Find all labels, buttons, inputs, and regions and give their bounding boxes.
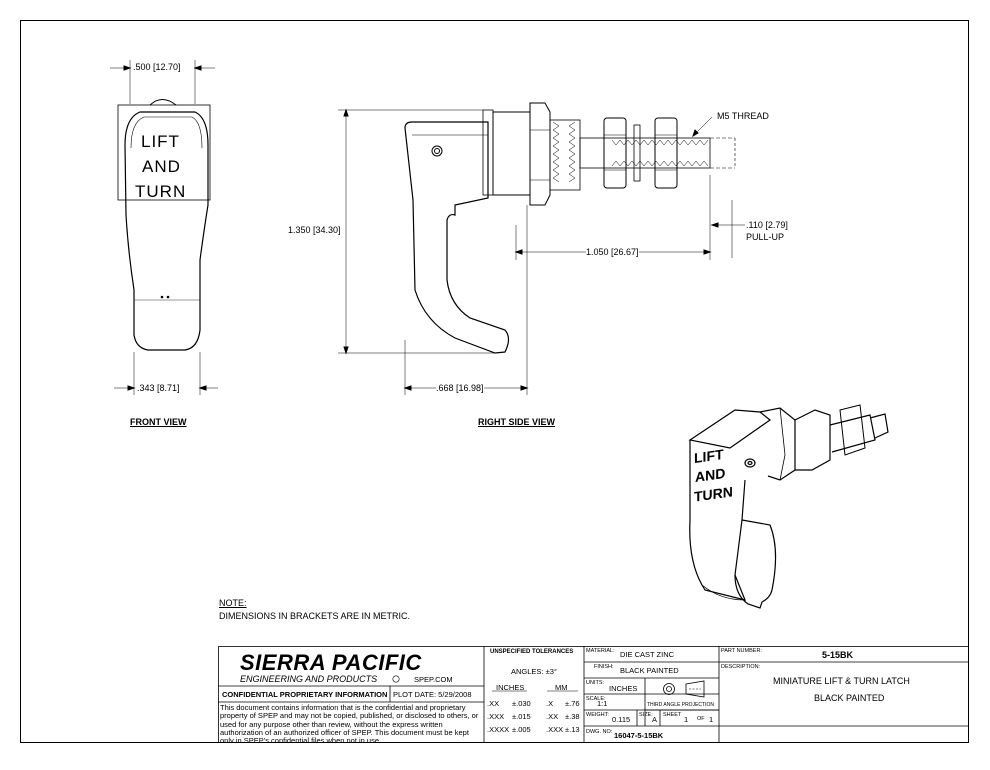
registered-icon — [392, 675, 400, 683]
note-text: DIMENSIONS IN BRACKETS ARE IN METRIC. — [219, 611, 411, 621]
projection-label: THIRD ANGLE PROJECTION — [647, 702, 714, 708]
side-view-title: RIGHT SIDE VIEW — [478, 417, 556, 427]
tol-row2-mm-tol: ±.38 — [565, 712, 580, 721]
dwg-label: DWG. NO: — [586, 729, 613, 735]
side-view — [338, 102, 745, 395]
part-label: PART NUMBER: — [721, 648, 762, 654]
tol-row1-in-tol: ±.030 — [512, 699, 531, 708]
thread-note: M5 THREAD — [717, 111, 769, 121]
part-number: 5-15BK — [822, 650, 854, 660]
front-view — [110, 60, 218, 395]
material-label: MATERIAL: — [586, 648, 615, 654]
scale-value: 1:1 — [597, 699, 608, 708]
pullup-value: .110 [2.79] — [746, 220, 788, 230]
front-bottom-dimension: .343 [8.71] — [137, 383, 180, 393]
tol-row1-mm-fmt: .X — [546, 699, 554, 708]
weight-label: WEIGHT: — [586, 712, 609, 718]
confidential-heading: CONFIDENTIAL PROPRIETARY INFORMATION — [222, 690, 388, 699]
tol-row1-in-fmt: .XX — [487, 699, 500, 708]
sheet-label: SHEET — [663, 712, 682, 718]
company-name: SIERRA PACIFIC — [240, 650, 422, 675]
front-view-title: FRONT VIEW — [130, 417, 187, 427]
plot-date: PLOT DATE: 5/29/2008 — [393, 690, 472, 699]
title-block-lines — [218, 646, 969, 743]
tol-row3-mm-fmt: .XXX — [546, 725, 564, 734]
dwg-number: 16047-5-15BK — [614, 731, 664, 740]
tol-row2-in-fmt: .XXX — [487, 712, 505, 721]
description-label: DESCRIPTION: — [721, 664, 761, 670]
size-value: A — [652, 715, 658, 724]
tol-row2-mm-fmt: .XX — [546, 712, 559, 721]
sheet-value: 1 — [684, 715, 689, 724]
sheet-total: 1 — [709, 715, 714, 724]
tolerances-heading: UNSPECIFIED TOLERANCES — [490, 649, 574, 655]
units-label: UNITS: — [586, 680, 605, 686]
note-heading: NOTE: — [219, 598, 247, 608]
units-value: INCHES — [609, 684, 638, 693]
front-top-dimension: .500 [12.70] — [133, 62, 181, 72]
size-label: SIZE: — [639, 712, 653, 718]
confidential-text: This document contains information that … — [220, 704, 479, 742]
material-value: DIE CAST ZINC — [620, 650, 675, 659]
sheet-border — [20, 20, 969, 743]
description-line2: BLACK PAINTED — [814, 693, 885, 703]
front-label-line2: AND — [142, 157, 181, 176]
tol-row3-mm-tol: ±.13 — [565, 725, 580, 734]
company-website: SPEP.COM — [414, 675, 453, 684]
tol-row3-in-tol: ±.005 — [512, 725, 531, 734]
front-label-line3: TURN — [135, 182, 187, 201]
tolerances-mm-label: MM — [555, 683, 568, 692]
finish-value: BLACK PAINTED — [620, 666, 679, 675]
tol-row2-in-tol: ±.015 — [512, 712, 531, 721]
pullup-label: PULL-UP — [746, 232, 785, 242]
side-height-dimension: 1.350 [34.30] — [288, 225, 341, 235]
tolerances-inches-label: INCHES — [496, 683, 525, 692]
tol-row1-mm-tol: ±.76 — [565, 699, 580, 708]
description-line1: MINIATURE LIFT & TURN LATCH — [773, 676, 910, 686]
isometric-view — [688, 404, 889, 609]
side-reach-dimension: 1.050 [26.67] — [586, 247, 639, 257]
side-depth-dimension: .668 [16.98] — [436, 383, 484, 393]
front-label-line1: LIFT — [141, 132, 180, 151]
scale-label: SCALE: — [586, 696, 606, 702]
tolerances-angles: ANGLES: ±3° — [511, 667, 557, 676]
weight-value: 0.115 — [612, 715, 631, 724]
sheet-of-label: OF — [697, 716, 705, 722]
finish-label: FINISH: — [594, 664, 614, 670]
company-subtitle: ENGINEERING AND PRODUCTS — [240, 674, 378, 684]
tol-row3-in-fmt: .XXXX — [487, 725, 510, 734]
